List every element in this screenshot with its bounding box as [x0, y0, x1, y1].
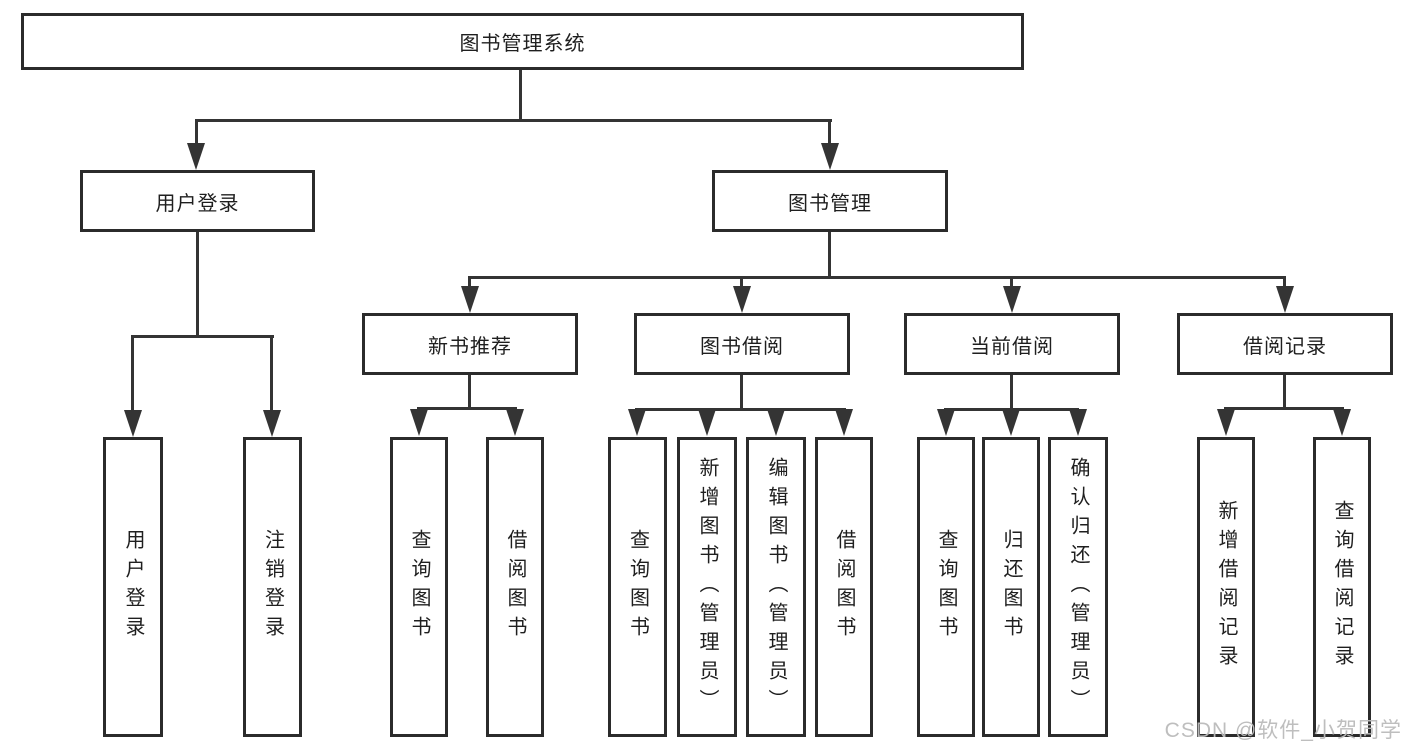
leaf-add-borrow-record: 新增借阅记录 — [1197, 437, 1255, 737]
arrow-down-icon — [187, 143, 205, 170]
leaf-query-books-borrowing-label: 查询图书 — [626, 529, 649, 645]
connector-drop-login-leaf — [131, 335, 134, 412]
connector-drop-book-borrow — [740, 276, 743, 290]
connector-root-stem — [519, 70, 522, 119]
connector-user-login-stem — [196, 232, 199, 335]
connector-root-bar — [196, 119, 832, 122]
arrow-down-icon — [698, 409, 716, 436]
arrow-down-icon — [767, 409, 785, 436]
leaf-query-books-current-label: 查询图书 — [935, 529, 957, 645]
leaf-confirm-return-admin-label: 确认归还（管理员） — [1067, 456, 1089, 718]
leaf-borrow-books: 借阅图书 — [815, 437, 873, 737]
node-book-borrowing: 图书借阅 — [634, 313, 850, 375]
leaf-add-books-admin-label: 新增图书（管理员） — [696, 456, 718, 718]
connector-drop-new-book — [468, 276, 471, 290]
arrow-down-icon — [1217, 409, 1235, 436]
leaf-query-books-recommend: 查询图书 — [390, 437, 448, 737]
connector-drop-user-login — [195, 119, 198, 147]
arrow-down-icon — [263, 410, 281, 437]
node-user-login-label: 用户登录 — [155, 192, 240, 215]
node-root-label: 图书管理系统 — [459, 33, 586, 55]
node-new-book-recommend: 新书推荐 — [362, 313, 578, 375]
leaf-query-books-recommend-label: 查询图书 — [408, 529, 430, 645]
leaf-borrow-books-recommend-label: 借阅图书 — [504, 529, 526, 645]
connector-book-mgmt-bar — [468, 276, 1286, 279]
leaf-return-books: 归还图书 — [982, 437, 1040, 737]
node-root-library-system: 图书管理系统 — [21, 13, 1024, 70]
leaf-return-books-label: 归还图书 — [1000, 529, 1022, 645]
leaf-edit-books-admin-label: 编辑图书（管理员） — [765, 456, 787, 718]
connector-drop-current-borrow — [1010, 276, 1013, 290]
leaf-edit-books-admin: 编辑图书（管理员） — [746, 437, 806, 737]
leaf-borrow-books-label: 借阅图书 — [833, 529, 855, 645]
node-user-login: 用户登录 — [80, 170, 315, 232]
leaf-borrow-books-recommend: 借阅图书 — [486, 437, 544, 737]
connector-book-borrow-bar — [635, 408, 846, 411]
connector-drop-book-mgmt — [828, 119, 831, 147]
arrow-down-icon — [835, 409, 853, 436]
arrow-down-icon — [1069, 409, 1087, 436]
connector-new-book-bar — [417, 407, 517, 410]
leaf-query-borrow-record-label: 查询借阅记录 — [1331, 500, 1353, 674]
arrow-down-icon — [821, 143, 839, 170]
node-book-management-label: 图书管理 — [788, 192, 872, 215]
node-current-borrowing: 当前借阅 — [904, 313, 1120, 375]
arrow-down-icon — [628, 409, 646, 436]
connector-new-book-stem — [468, 375, 471, 407]
connector-borrow-records-stem — [1283, 375, 1286, 407]
arrow-down-icon — [1333, 409, 1351, 436]
arrow-down-icon — [461, 286, 479, 313]
connector-user-login-bar — [131, 335, 274, 338]
leaf-user-login: 用户登录 — [103, 437, 163, 737]
arrow-down-icon — [124, 410, 142, 437]
node-book-borrowing-label: 图书借阅 — [700, 335, 784, 358]
leaf-user-login-label: 用户登录 — [122, 529, 144, 645]
leaf-confirm-return-admin: 确认归还（管理员） — [1048, 437, 1108, 737]
node-current-borrowing-label: 当前借阅 — [970, 335, 1054, 358]
leaf-query-books-borrowing: 查询图书 — [608, 437, 667, 737]
arrow-down-icon — [1276, 286, 1294, 313]
connector-book-borrow-stem — [740, 375, 743, 408]
arrow-down-icon — [506, 409, 524, 436]
arrow-down-icon — [937, 409, 955, 436]
leaf-query-books-current: 查询图书 — [917, 437, 975, 737]
leaf-logout: 注销登录 — [243, 437, 302, 737]
node-borrowing-records-label: 借阅记录 — [1243, 335, 1327, 358]
node-new-book-recommend-label: 新书推荐 — [428, 335, 512, 358]
connector-current-borrow-stem — [1010, 375, 1013, 408]
arrow-down-icon — [733, 286, 751, 313]
leaf-query-borrow-record: 查询借阅记录 — [1313, 437, 1371, 737]
connector-drop-borrow-records — [1283, 276, 1286, 290]
leaf-logout-label: 注销登录 — [261, 529, 284, 645]
leaf-add-books-admin: 新增图书（管理员） — [677, 437, 737, 737]
node-borrowing-records: 借阅记录 — [1177, 313, 1393, 375]
csdn-watermark: CSDN @软件_小贺同学 — [1164, 719, 1402, 742]
arrow-down-icon — [410, 409, 428, 436]
node-book-management: 图书管理 — [712, 170, 948, 232]
connector-book-mgmt-stem — [828, 232, 831, 276]
arrow-down-icon — [1002, 409, 1020, 436]
arrow-down-icon — [1003, 286, 1021, 313]
connector-drop-logout-leaf — [270, 335, 273, 412]
connector-borrow-records-bar — [1224, 407, 1344, 410]
leaf-add-borrow-record-label: 新增借阅记录 — [1215, 500, 1237, 674]
